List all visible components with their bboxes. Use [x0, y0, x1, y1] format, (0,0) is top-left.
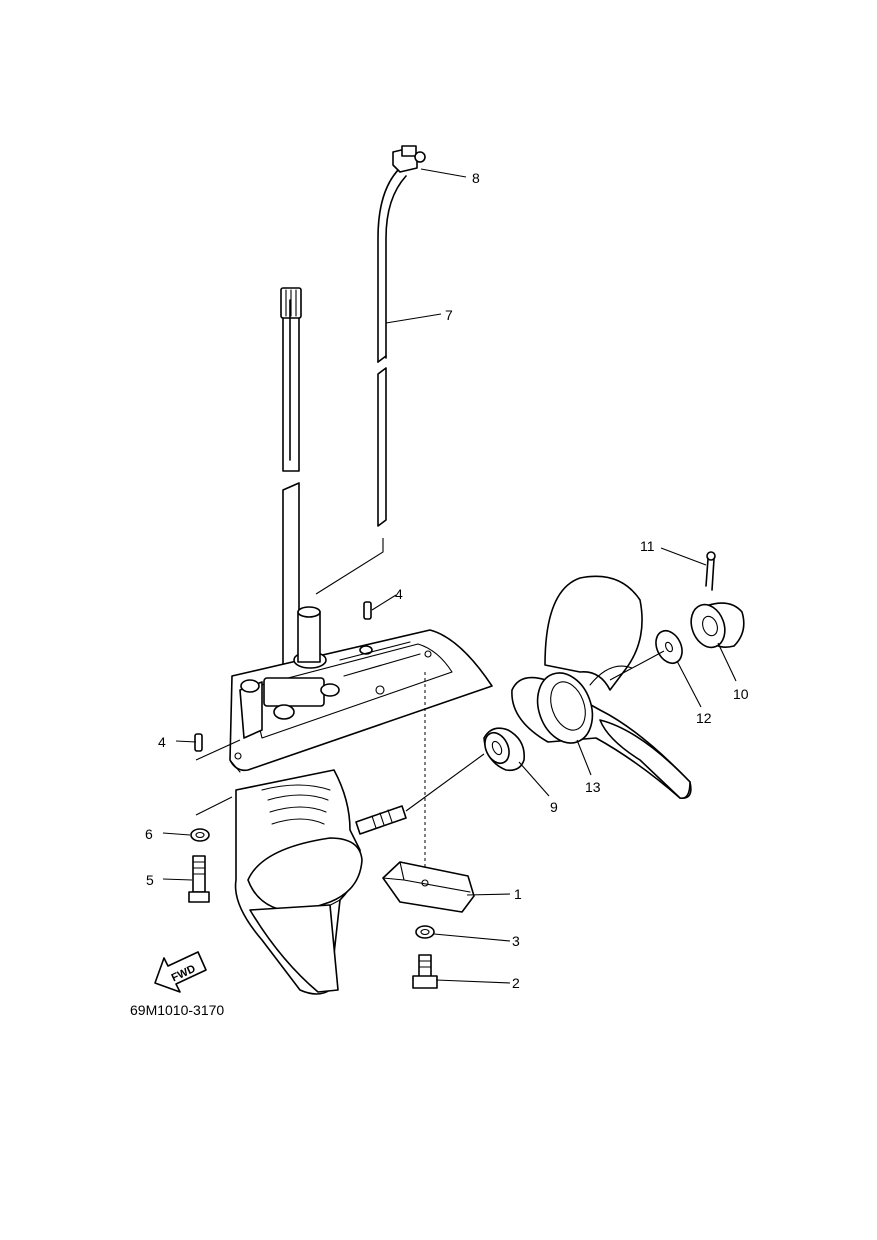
callout-1: 1: [514, 886, 522, 902]
callout-8: 8: [472, 170, 480, 186]
anode-1: [382, 861, 475, 913]
callout-10: 10: [733, 686, 749, 702]
callout-2: 2: [512, 975, 520, 991]
callout-12: 12: [696, 710, 712, 726]
callout-7: 7: [445, 307, 453, 323]
callout-11: 11: [640, 538, 655, 554]
dowel-pin-upper: [363, 601, 372, 620]
washer-12: [655, 629, 683, 665]
dowel-pin-lower: [194, 733, 203, 752]
propeller-13: [511, 575, 692, 799]
bolt-5: [188, 855, 210, 903]
callout-9: 9: [550, 799, 558, 815]
washer-6: [190, 828, 210, 842]
thrust-holder-9: [483, 727, 525, 772]
lower-casing: [229, 606, 493, 995]
grommet-8: [392, 145, 426, 173]
callout-13: 13: [585, 779, 601, 795]
callout-4-upper: 4: [395, 586, 403, 602]
callout-6: 6: [145, 826, 153, 842]
fwd-arrow-icon: FWD: [154, 951, 207, 993]
nut-10: [690, 602, 745, 649]
water-tube: [377, 167, 407, 527]
callout-5: 5: [146, 872, 154, 888]
bolt-2: [412, 954, 438, 989]
cotter-pin-11: [705, 551, 716, 591]
washer-3: [415, 925, 435, 939]
diagram-code: 69M1010-3170: [130, 1002, 224, 1018]
leader-lines: [162, 168, 737, 984]
callout-4-lower: 4: [158, 734, 166, 750]
callout-3: 3: [512, 933, 520, 949]
